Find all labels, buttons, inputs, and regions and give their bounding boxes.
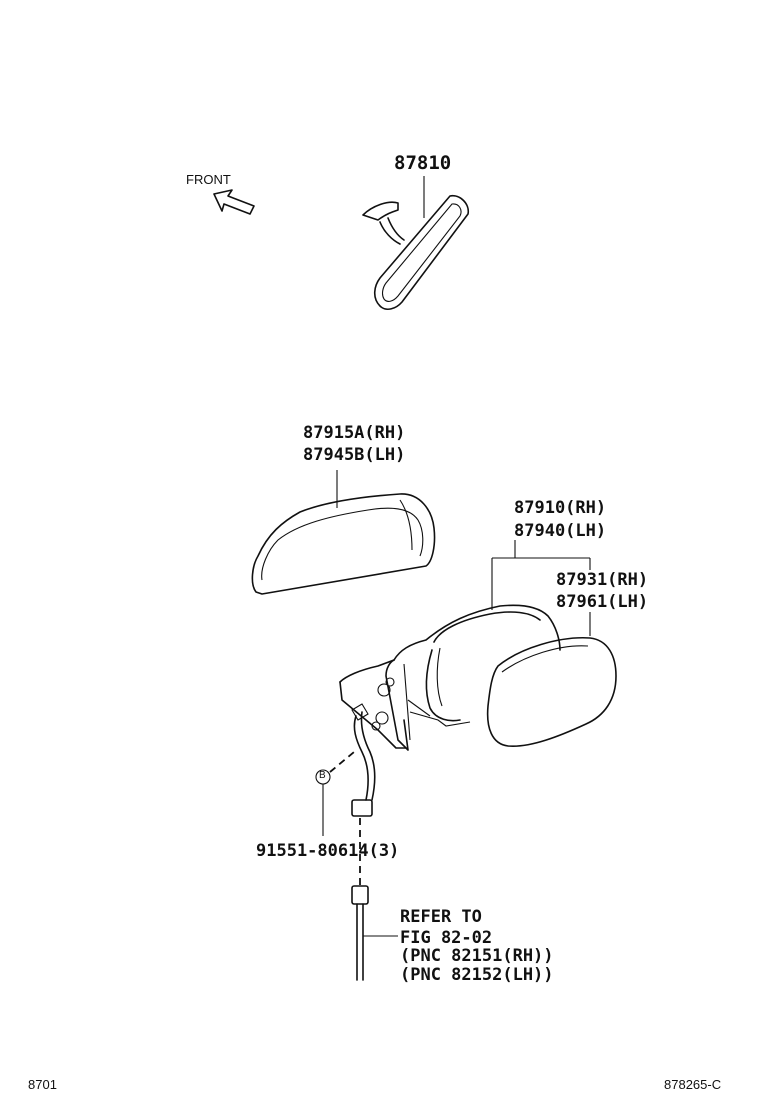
bolt-label: 91551-80614(3) — [256, 841, 400, 861]
outer-mirror-assembly-part — [339, 540, 591, 817]
wire-connector — [351, 818, 398, 981]
glass-rh-label: 87931(RH) — [556, 570, 649, 590]
mirror-cover-part — [251, 470, 436, 595]
front-label: FRONT — [186, 172, 231, 187]
refer-line-4: (PNC 82152(LH)) — [400, 965, 554, 985]
bolt-callout — [315, 751, 355, 836]
refer-line-3: (PNC 82151(RH)) — [400, 946, 554, 966]
mirror-assy-lh-label: 87940(LH) — [514, 521, 607, 541]
inner-mirror-part — [362, 176, 470, 311]
refer-line-2: FIG 82-02 — [400, 928, 493, 948]
page-code: 8701 — [28, 1077, 57, 1092]
mirror-glass-part — [486, 612, 617, 747]
inner-mirror-label: 87810 — [394, 152, 452, 174]
glass-lh-label: 87961(LH) — [556, 592, 649, 612]
mirror-assy-rh-label: 87910(RH) — [514, 498, 607, 518]
front-arrow-icon — [213, 189, 255, 215]
figure-code: 878265-C — [664, 1077, 722, 1092]
bolt-ref-letter: B — [319, 770, 326, 781]
refer-line-1: REFER TO — [400, 907, 482, 927]
cover-rh-label: 87915A(RH) — [303, 423, 406, 443]
cover-lh-label: 87945B(LH) — [303, 445, 406, 465]
